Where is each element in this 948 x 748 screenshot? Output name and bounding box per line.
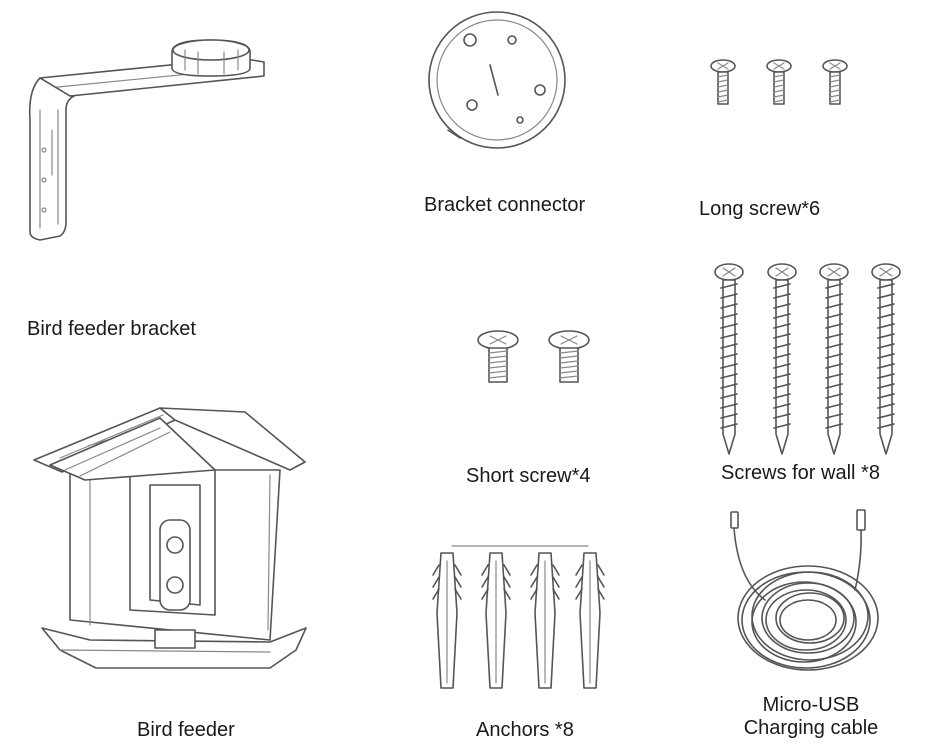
usb-cable-label-line1: Micro-USB — [762, 694, 860, 716]
bird-feeder-bracket-label: Bird feeder bracket — [27, 318, 196, 340]
long-screw-label: Long screw*6 — [699, 198, 821, 220]
anchors-label: Anchors *8 — [476, 719, 574, 741]
wall-screws-label: Screws for wall *8 — [721, 462, 880, 484]
bird-feeder-label: Bird feeder — [137, 719, 235, 741]
short-screw-label: Short screw*4 — [466, 465, 591, 487]
bracket-connector-label: Bracket connector — [424, 194, 586, 216]
usb-cable-label-line2: Charging cable — [743, 717, 879, 739]
